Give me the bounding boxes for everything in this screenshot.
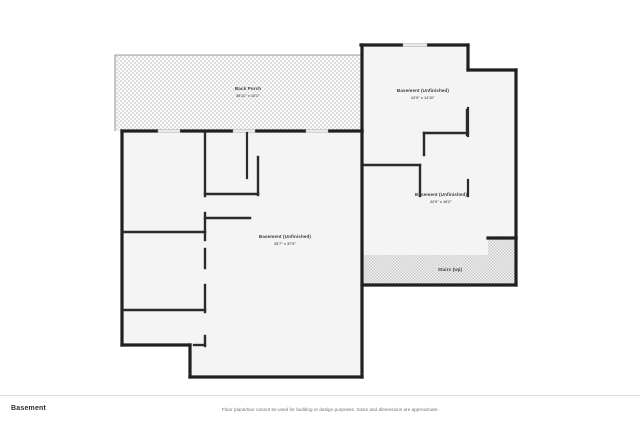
- basement-upper-right-name: Basement (Unfinished): [397, 88, 449, 93]
- basement-lower-right-name: Basement (Unfinished): [415, 192, 467, 197]
- interior-walls: [121, 108, 470, 348]
- opening-porch-1: [157, 129, 181, 133]
- wall-openings: [157, 43, 428, 133]
- room-label-back-porch: Back Porch 35'11" x 10'1": [235, 86, 261, 98]
- back-porch-dimensions: 35'11" x 10'1": [236, 94, 260, 98]
- interior-wall-stubs: [245, 106, 470, 198]
- porch-outline-walls: [114, 54, 361, 131]
- stairs-up-name: Stairs (Up): [438, 267, 463, 272]
- room-label-basement-upper-right: Basement (Unfinished) 22'9" x 14'10": [397, 88, 449, 100]
- room-label-stairs: Stairs (Up): [438, 267, 463, 272]
- opening-porch-2: [232, 129, 256, 133]
- footer-bar: Basement Floor plans/tour cannot be used…: [0, 395, 640, 426]
- back-porch-name: Back Porch: [235, 86, 261, 91]
- basement-main-dimensions: 35'7" x 37'9": [274, 242, 296, 246]
- opening-porch-3: [305, 129, 329, 133]
- room-label-basement-main: Basement (Unfinished) 35'7" x 37'9": [259, 234, 311, 246]
- basement-main-floor: [122, 131, 362, 377]
- room-label-basement-lower-right: Basement (Unfinished) 22'9" x 16'2": [415, 192, 467, 204]
- basement-main-name: Basement (Unfinished): [259, 234, 311, 239]
- back-porch-floor: [115, 55, 361, 131]
- level-label: Basement: [11, 405, 47, 412]
- stairs-floor: [362, 238, 516, 285]
- disclaimer-text: Floor plans/tour cannot be used for buil…: [222, 407, 439, 412]
- basement-upper-right-dimensions: 22'9" x 14'10": [411, 96, 435, 100]
- opening-top-right: [402, 43, 428, 47]
- basement-upper-right-floor: [362, 45, 516, 255]
- basement-lower-right-dimensions: 22'9" x 16'2": [430, 200, 452, 204]
